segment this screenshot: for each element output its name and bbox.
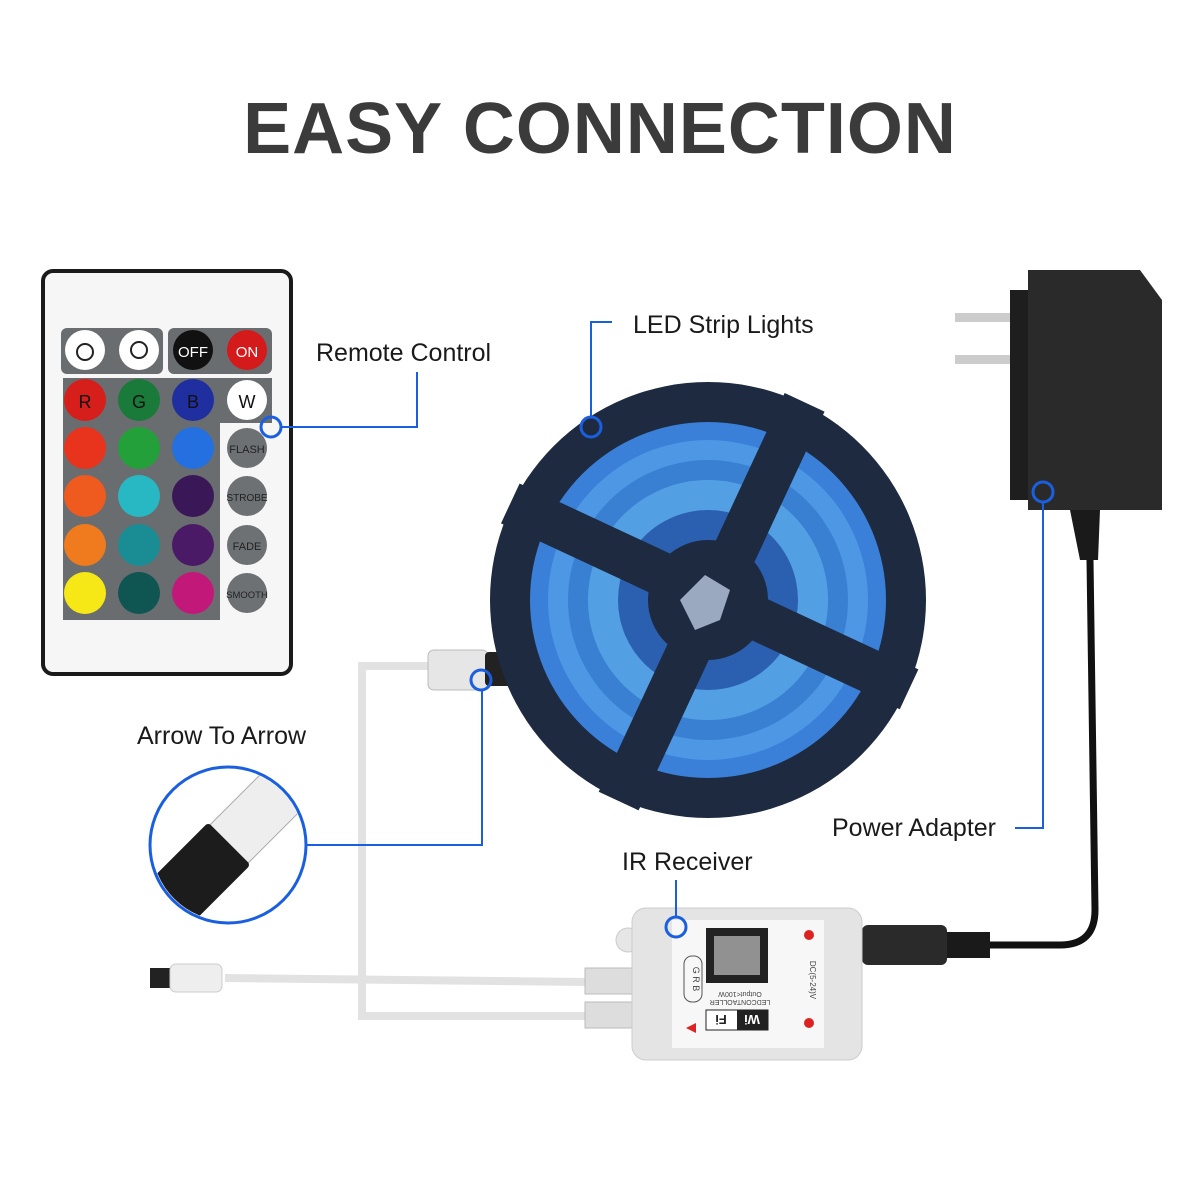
color-button — [64, 524, 106, 566]
color-button — [172, 427, 214, 469]
voltage-label: DC(5-24)V — [808, 961, 817, 1000]
color-button — [118, 524, 160, 566]
strobe-button: STROBE — [226, 493, 267, 504]
off-button: OFF — [178, 344, 208, 361]
fade-button: FADE — [233, 541, 262, 553]
remote-control — [41, 269, 293, 676]
page-title: EASY CONNECTION — [243, 89, 957, 169]
r-button: R — [79, 392, 92, 412]
grb-label: G R B — [691, 967, 701, 992]
mode-button — [227, 525, 267, 565]
white-cables — [224, 662, 591, 1020]
b-button: B — [187, 392, 199, 412]
led-strip-reel — [490, 382, 926, 818]
on-button: ON — [236, 344, 259, 361]
brand-label: LEDCONTAOLLER — [710, 998, 771, 1005]
remote-control-label: Remote Control — [316, 339, 492, 367]
ir-receiver-label: IR Receiver — [622, 848, 753, 876]
color-button — [64, 475, 106, 517]
color-button — [118, 572, 160, 614]
g-button: G — [132, 392, 146, 412]
output-label: Output<100W — [718, 990, 762, 997]
color-button — [172, 524, 214, 566]
color-button — [64, 427, 106, 469]
mode-button — [227, 573, 267, 613]
w-button: W — [239, 392, 256, 412]
arrow-to-arrow-magnifier — [148, 765, 308, 925]
power-adapter — [862, 270, 1162, 965]
small-plug — [150, 963, 223, 993]
smooth-button: SMOOTH — [226, 590, 268, 601]
mode-button — [227, 476, 267, 516]
color-button — [172, 379, 214, 421]
callout-lines — [259, 321, 1055, 939]
color-button — [64, 379, 106, 421]
color-button — [172, 475, 214, 517]
wifi-label-b: Fi — [715, 1012, 727, 1027]
mode-button — [227, 428, 267, 468]
color-button — [172, 572, 214, 614]
ir-receiver-device — [584, 907, 863, 1061]
color-button — [118, 427, 160, 469]
led-strip-label: LED Strip Lights — [633, 311, 814, 339]
color-button — [118, 379, 160, 421]
power-adapter-label: Power Adapter — [832, 814, 996, 842]
wifi-label-a: Wi — [744, 1012, 760, 1027]
color-button — [64, 572, 106, 614]
flash-button: FLASH — [229, 444, 265, 456]
arrow-to-arrow-label: Arrow To Arrow — [137, 722, 307, 750]
color-button — [118, 475, 160, 517]
